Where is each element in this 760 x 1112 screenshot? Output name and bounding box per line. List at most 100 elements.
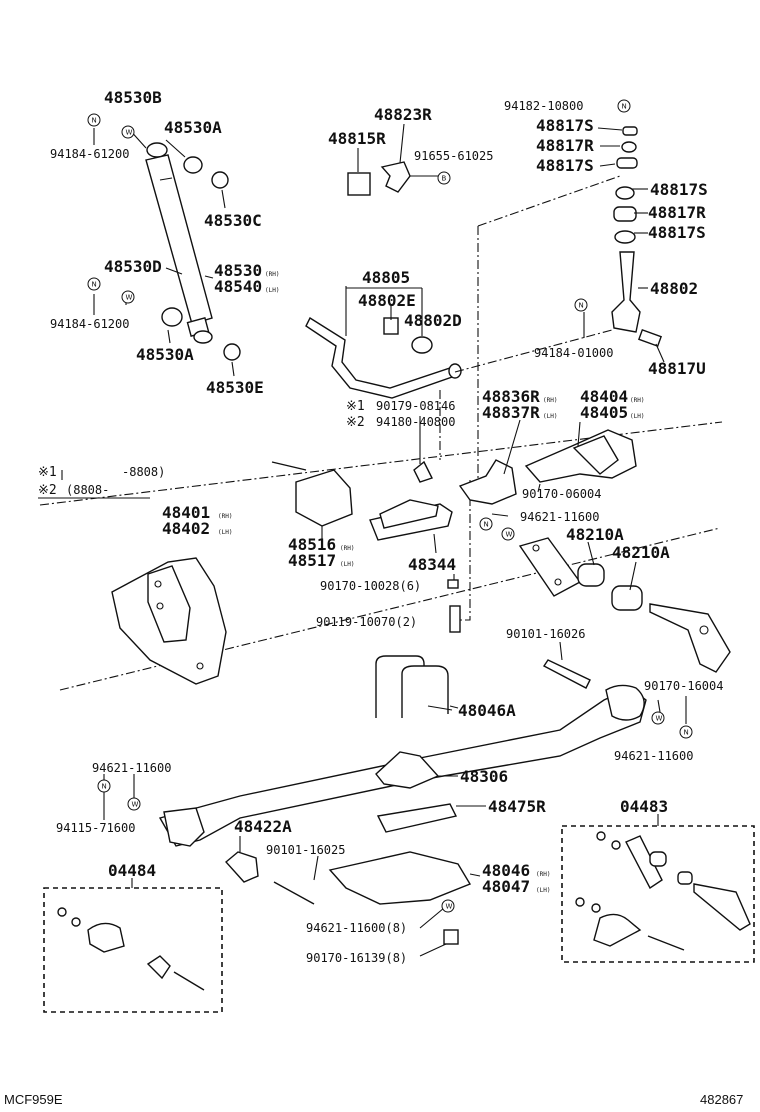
label-48530e: 48530E xyxy=(206,378,264,397)
label-94180-40800: 94180-40800 xyxy=(376,415,455,429)
label-94184-61200-top: 94184-61200 xyxy=(50,147,129,161)
label-48802e: 48802E xyxy=(358,291,416,310)
label-48402-suffix: (LH) xyxy=(218,529,232,536)
nut-symbol-stabilizer-top: N xyxy=(617,99,631,113)
label-48516: 48516 xyxy=(288,535,336,554)
bolt-symbol-stabilizer: B xyxy=(437,171,451,185)
label-94621-11600-c: 94621-11600 xyxy=(92,761,171,775)
label-94184-61200-mid: 94184-61200 xyxy=(50,317,129,331)
nut-symbol-frame: N xyxy=(479,517,493,531)
washer-symbol-shackle: W xyxy=(651,711,665,725)
spring-leaders xyxy=(103,705,486,957)
label-48344: 48344 xyxy=(408,555,456,574)
label-48405-suffix: (LH) xyxy=(630,413,644,420)
label-48517: 48517 xyxy=(288,551,336,570)
label-94621-11600-8: 94621-11600(8) xyxy=(306,921,407,935)
washer-symbol-text: W xyxy=(126,294,133,302)
part-labels: 48530B 94184-61200 48530A 48530C 48530D … xyxy=(38,88,723,965)
label-91655-61025: 91655-61025 xyxy=(414,149,493,163)
frame-brackets xyxy=(111,429,637,685)
label-90101-16026: 90101-16026 xyxy=(506,627,585,641)
label-48210a-1: 48210A xyxy=(566,525,624,544)
washer-symbol-text: W xyxy=(126,129,133,137)
label-04483: 04483 xyxy=(620,797,668,816)
shackle-leaders xyxy=(559,541,687,724)
label-94115-71600: 94115-71600 xyxy=(56,821,135,835)
kit-box-04484 xyxy=(43,878,223,1013)
label-90101-16025: 90101-16025 xyxy=(266,843,345,857)
nut-symbol-text: N xyxy=(684,729,689,737)
label-48817s-4: 48817S xyxy=(648,223,706,242)
nut-symbol-text: N xyxy=(92,281,97,289)
legend-2-mark: ※2 xyxy=(38,483,57,498)
bolt-symbol-text: B xyxy=(442,175,447,183)
label-48046-suffix: (RH) xyxy=(536,871,550,878)
washer-symbol-spring-front: W xyxy=(127,797,141,811)
stabilizer-brackets xyxy=(347,161,433,354)
footer-left-code: MCF959E xyxy=(4,1092,63,1107)
washer-symbol-spring-8: W xyxy=(441,899,455,913)
label-48402: 48402 xyxy=(162,519,210,538)
u-bolts xyxy=(375,655,453,718)
legend-2-text: (8808- xyxy=(66,483,109,497)
label-94621-11600-b: 94621-11600 xyxy=(614,749,693,763)
label-90119-10070: 90119-10070(2) xyxy=(316,615,417,629)
label-48306: 48306 xyxy=(460,767,508,786)
washer-symbol-text: W xyxy=(132,801,139,809)
label-48817r-1: 48817R xyxy=(536,136,594,155)
footer-right-code: 482867 xyxy=(700,1092,743,1107)
label-48422a: 48422A xyxy=(234,817,292,836)
label-mark-1: ※1 xyxy=(346,399,365,414)
label-48401-suffix: (RH) xyxy=(218,513,232,520)
washer-symbol-shock-top: W xyxy=(121,125,135,139)
legend-1-mark: ※1 xyxy=(38,465,57,480)
label-48802: 48802 xyxy=(650,279,698,298)
label-48475r: 48475R xyxy=(488,797,546,816)
label-48817s-3: 48817S xyxy=(650,180,708,199)
nut-symbol-shackle: N xyxy=(679,725,693,739)
label-90170-10028: 90170-10028(6) xyxy=(320,579,421,593)
label-94182-10800: 94182-10800 xyxy=(504,99,583,113)
label-48530a-top: 48530A xyxy=(164,118,222,137)
nut-symbol-text: N xyxy=(579,302,584,310)
label-48837r-suffix: (LH) xyxy=(543,413,557,420)
label-90170-16004: 90170-16004 xyxy=(644,679,723,693)
label-48817s-1: 48817S xyxy=(536,116,594,135)
label-48805: 48805 xyxy=(362,268,410,287)
label-48047: 48047 xyxy=(482,877,530,896)
stabilizer-link xyxy=(611,126,663,348)
nut-symbol-stabilizer-link: N xyxy=(574,298,588,312)
shock-bushings xyxy=(161,156,241,361)
nut-symbol-text: N xyxy=(92,117,97,125)
label-48823r: 48823R xyxy=(374,105,432,124)
frame-leaders xyxy=(321,416,581,582)
kit-box-04483 xyxy=(561,814,755,963)
label-48540: 48540 xyxy=(214,277,262,296)
label-04484: 04484 xyxy=(108,861,156,880)
label-48817r-2: 48817R xyxy=(648,203,706,222)
label-48815r: 48815R xyxy=(328,129,386,148)
label-48401: 48401 xyxy=(162,503,210,522)
nut-symbol-text: N xyxy=(484,521,489,529)
spring-seat-parts xyxy=(224,751,458,883)
label-48530: 48530 xyxy=(214,261,262,280)
legend-1-text: -8808) xyxy=(122,465,165,479)
washer-symbol-frame: W xyxy=(501,527,515,541)
label-48836r-suffix: (RH) xyxy=(543,397,557,404)
label-48837r: 48837R xyxy=(482,403,540,422)
label-48210a-2: 48210A xyxy=(612,543,670,562)
shackle-bolt xyxy=(542,659,591,689)
label-48530-suffix: (RH) xyxy=(265,271,279,278)
label-48817s-2: 48817S xyxy=(536,156,594,175)
label-48404-suffix: (RH) xyxy=(630,397,644,404)
washer-symbol-shock-bottom: W xyxy=(121,290,135,304)
label-48540-suffix: (LH) xyxy=(265,287,279,294)
stabilizer-leaders xyxy=(345,123,665,363)
nut-symbol-shock-bottom: N xyxy=(87,277,101,291)
stabilizer-bar xyxy=(305,316,462,399)
label-48405: 48405 xyxy=(580,403,628,422)
label-90170-06004: 90170-06004 xyxy=(522,487,601,501)
label-48802d: 48802D xyxy=(404,311,462,330)
